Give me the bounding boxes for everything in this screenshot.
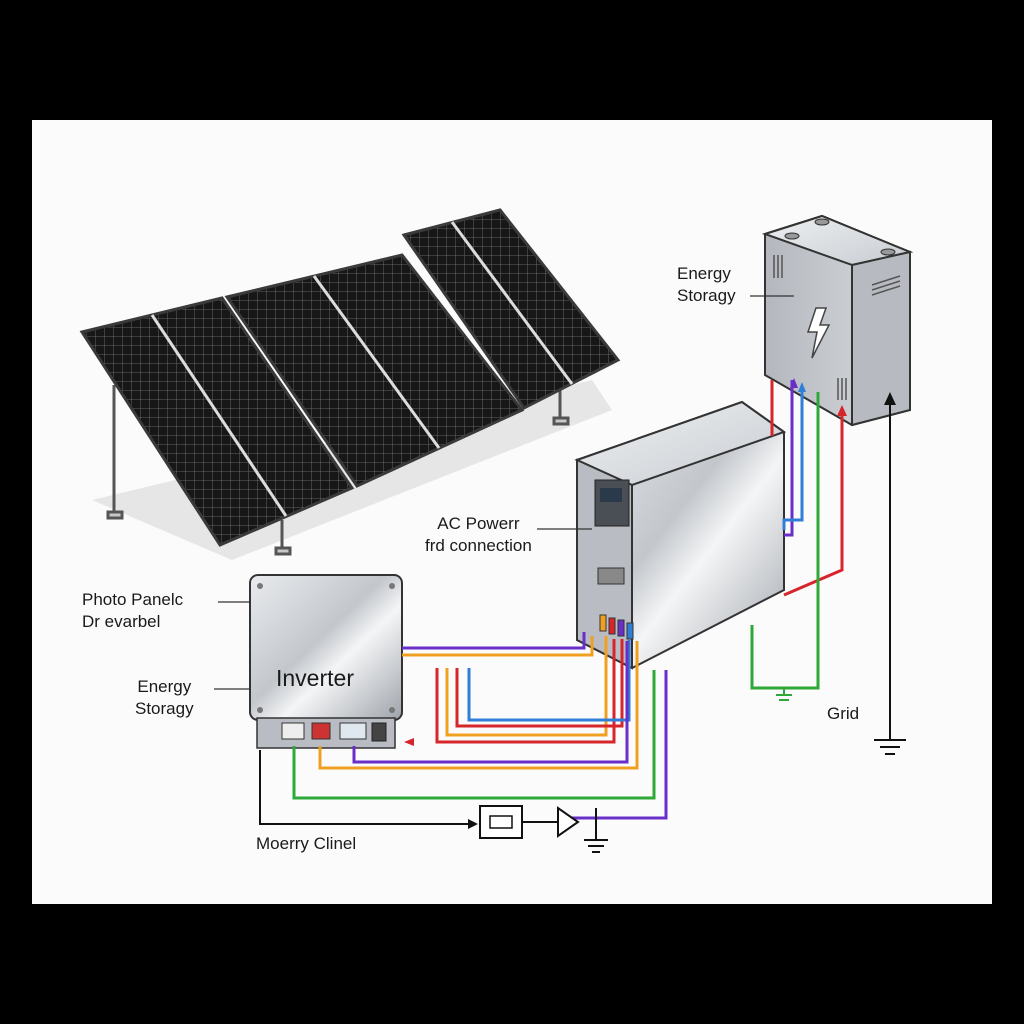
lightning-bolt-icon [806, 307, 831, 359]
ac-power-line2: frd connection [425, 536, 532, 555]
solar-panel [79, 296, 355, 547]
solar-panel [224, 253, 525, 488]
wiring [259, 380, 891, 825]
inverter-label: Inverter [276, 665, 354, 691]
energy-storage-unit [761, 214, 914, 427]
solar-panel [401, 208, 621, 410]
cabinet-terminals [599, 614, 634, 640]
solar-system-diagram [79, 208, 914, 853]
panel-support [106, 385, 570, 556]
monitor-box-icon [479, 805, 523, 839]
energy-storage-top-line1: Energy [677, 264, 731, 283]
amplifier-icon [522, 806, 580, 838]
energy-storage-top-line2: Storagy [677, 286, 736, 305]
wire-arrows [404, 378, 896, 829]
energy-storage-left-label: Energy Storagy [135, 676, 194, 720]
energy-storage-top-label: Energy Storagy [677, 263, 736, 307]
energy-storage-left-line2: Storagy [135, 699, 194, 718]
energy-storage-left-line1: Energy [137, 677, 192, 696]
ground-symbol-icon [874, 739, 906, 755]
ac-power-line1: AC Powerr [437, 514, 520, 533]
grid-label: Grid [827, 704, 860, 723]
inverter-unit [249, 574, 403, 749]
photo-panel-label: Photo Panelc Dr evarbel [82, 589, 183, 633]
ac-power-label: AC Powerr frd connection [425, 513, 532, 557]
solar-panel-array [79, 208, 621, 547]
diagram-canvas: Energy Storagy AC Powerr frd connection … [32, 120, 992, 904]
cabinet-display [594, 479, 630, 527]
leader-lines [214, 295, 794, 690]
ground-symbol-icon [584, 808, 608, 853]
ac-power-cabinet [574, 400, 787, 670]
photo-panel-line1: Photo Panelc [82, 590, 184, 609]
ground-symbol-icon [776, 688, 792, 701]
photo-panel-line2: Dr evarbel [82, 612, 161, 631]
monitor-label: Moerry Clinel [256, 834, 357, 853]
